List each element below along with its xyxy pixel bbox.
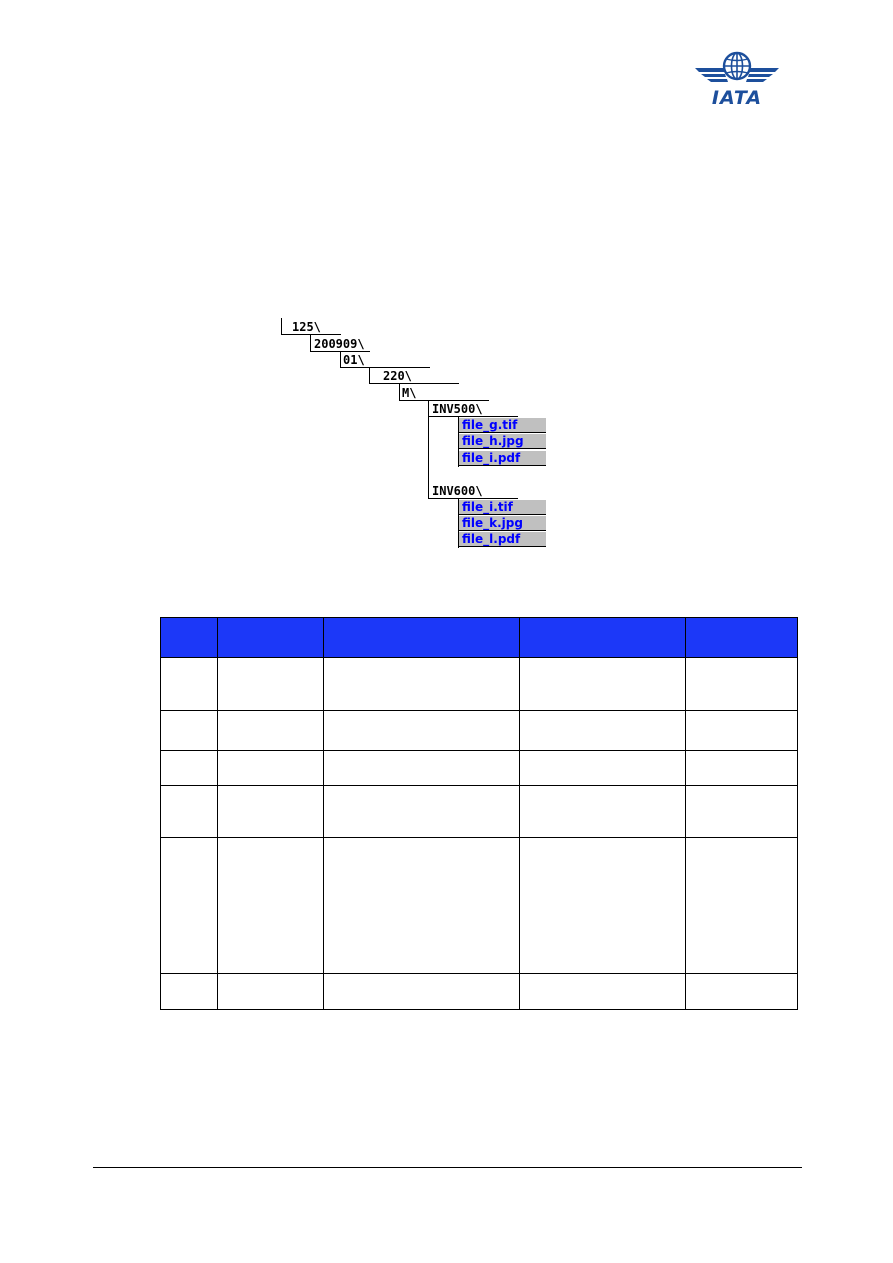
tree-underline [310,351,370,352]
table-cell [160,710,218,751]
folder-node: M\ [402,386,417,400]
table-cell [685,657,798,711]
table-row [160,837,798,974]
tree-connector [281,318,282,335]
table-cell [217,657,324,711]
table-cell [160,657,218,711]
table-cell [323,750,520,786]
tree-underline [428,498,518,499]
footer-divider [93,1167,802,1168]
table-cell [217,785,324,838]
file-item: file_l.pdf [459,532,546,547]
table-header-cell [323,617,520,658]
table-cell [160,750,218,786]
table-cell [685,710,798,751]
file-item: file_i.tif [459,500,546,515]
table-cell [519,973,686,1010]
tree-connector [428,401,429,499]
table-cell [323,710,520,751]
tree-connector [458,417,459,467]
tree-underline [399,400,489,401]
table-header-row [160,617,798,658]
table-row [160,785,798,838]
table-cell [217,710,324,751]
file-item: file_g.tif [459,418,546,433]
folder-node: 220\ [383,369,412,383]
folder-node: 01\ [343,353,365,367]
table-header-cell [685,617,798,658]
folder-node: 200909\ [314,337,365,351]
folder-node: 125\ [292,320,321,334]
table-cell [519,837,686,974]
table-header-cell [519,617,686,658]
globe-wings-icon [695,51,779,82]
table-cell [519,785,686,838]
iata-logo: IATA [693,50,781,110]
table-cell [519,710,686,751]
table-row [160,750,798,786]
file-item: file_i.pdf [459,451,546,466]
tree-connector [458,499,459,548]
data-table [160,617,798,1010]
logo-lettering: IATA [711,87,763,109]
tree-connector [310,335,311,352]
tree-connector [340,352,341,368]
tree-underline [340,367,430,368]
tree-connector [399,384,400,401]
table-cell [519,750,686,786]
table-row [160,657,798,711]
table-cell [519,657,686,711]
table-header-cell [160,617,218,658]
table-cell [217,837,324,974]
tree-connector [369,368,370,384]
table-cell [160,973,218,1010]
table-cell [685,750,798,786]
folder-tree: 125\ 200909\ 01\ 220\ M\ INV500\ INV600\… [0,0,893,600]
table-cell [685,785,798,838]
table-header-cell [217,617,324,658]
folder-node: INV500\ [432,402,483,416]
folder-node: INV600\ [432,484,483,498]
tree-underline [281,334,341,335]
file-item: file_k.jpg [459,516,546,531]
table-cell [323,785,520,838]
table-cell [323,973,520,1010]
file-item: file_h.jpg [459,434,546,449]
table-cell [685,837,798,974]
tree-underline [428,416,518,417]
table-cell [160,837,218,974]
table-cell [685,973,798,1010]
table-row [160,973,798,1010]
tree-underline [369,383,459,384]
table-cell [217,973,324,1010]
table-cell [217,750,324,786]
table-cell [160,785,218,838]
table-row [160,710,798,751]
table-cell [323,657,520,711]
table-cell [323,837,520,974]
